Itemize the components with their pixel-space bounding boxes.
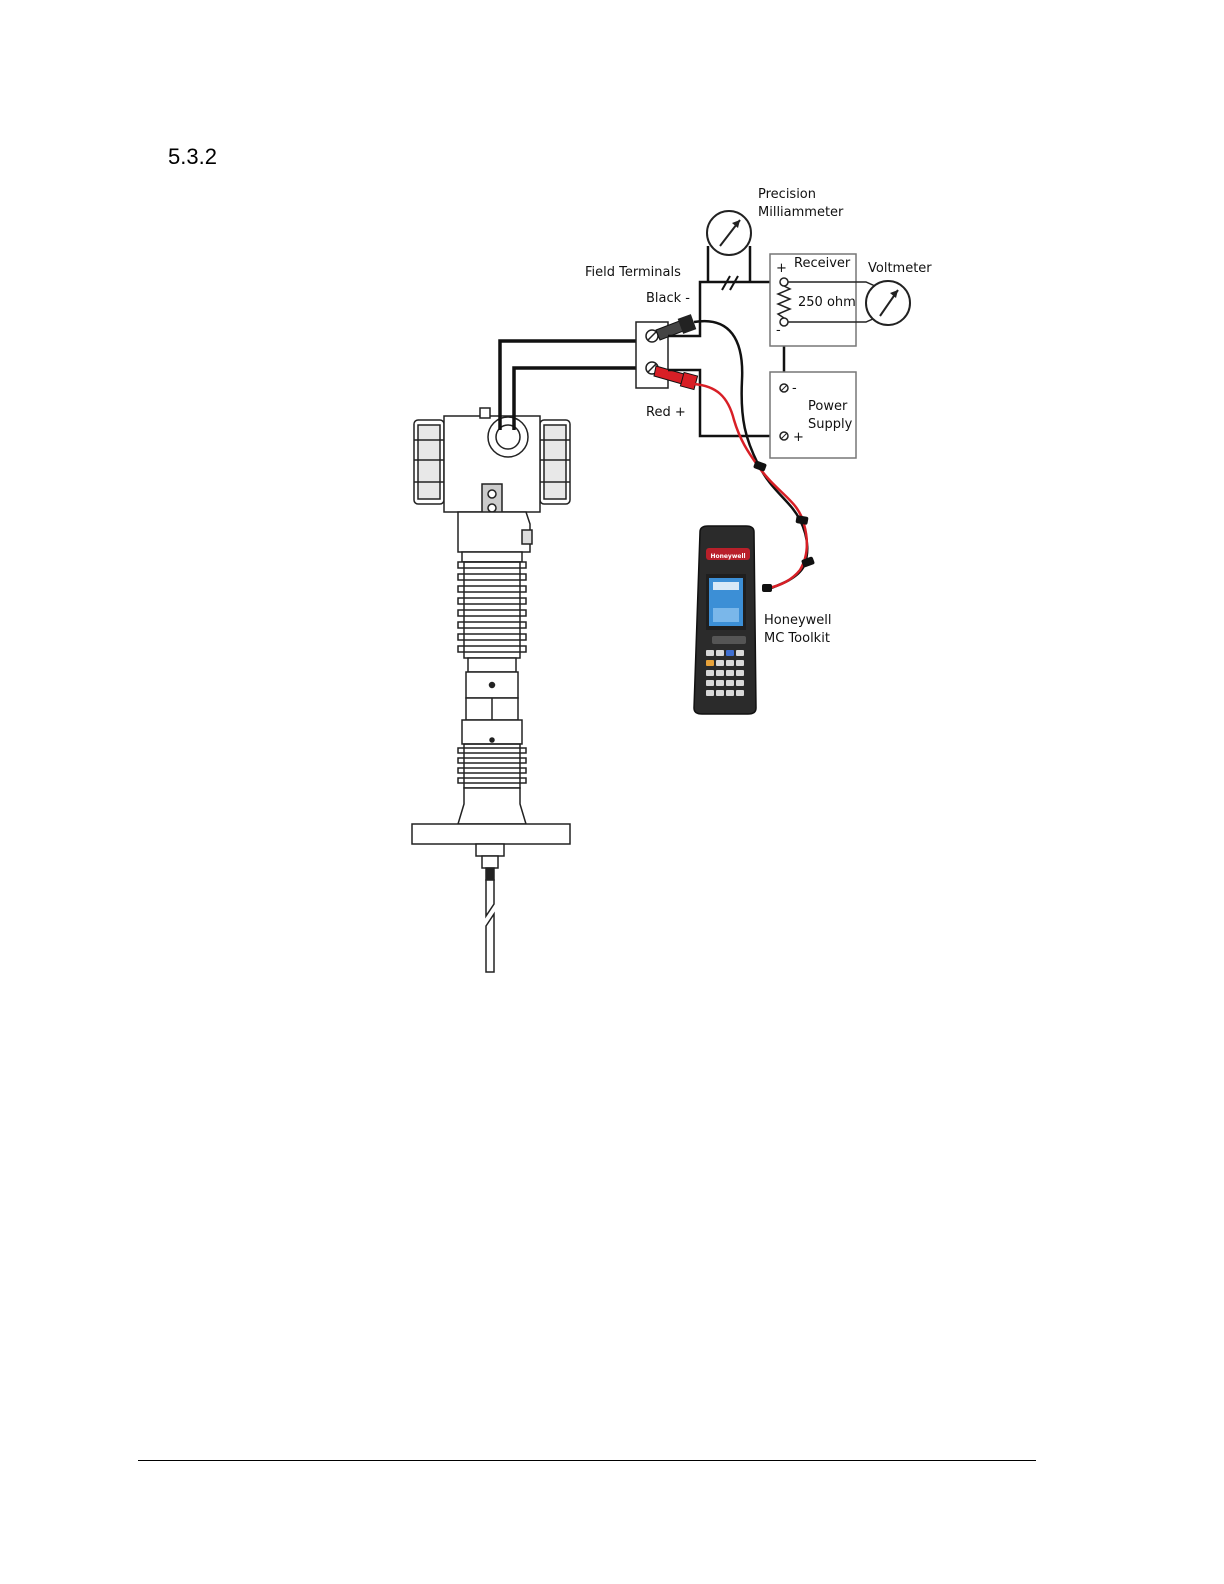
power-supply-minus: - — [792, 381, 797, 396]
handheld-brand: Honeywell — [710, 553, 745, 560]
footer-rule — [138, 1460, 1036, 1461]
toolkit-label-2: MC Toolkit — [764, 631, 830, 646]
power-supply-box — [770, 372, 856, 458]
power-supply-label-2: Supply — [808, 417, 853, 432]
resistor-label: 250 ohm — [798, 295, 856, 310]
milliammeter-label-2: Milliammeter — [758, 205, 844, 220]
receiver-plus: + — [776, 261, 787, 276]
precision-milliammeter — [707, 211, 751, 255]
radar-transmitter — [412, 408, 570, 972]
toolkit-label-1: Honeywell — [764, 613, 832, 628]
red-plus-label: Red + — [646, 405, 686, 420]
field-terminals-label: Field Terminals — [585, 265, 681, 280]
receiver-minus: - — [776, 323, 781, 338]
black-minus-label: Black - — [646, 291, 690, 306]
power-supply-label-1: Power — [808, 399, 848, 414]
milliammeter-label-1: Precision — [758, 187, 816, 202]
receiver-label: Receiver — [794, 256, 851, 271]
power-supply-plus: + — [793, 430, 804, 445]
voltmeter-label: Voltmeter — [868, 261, 932, 276]
cooling-fins — [458, 562, 526, 652]
